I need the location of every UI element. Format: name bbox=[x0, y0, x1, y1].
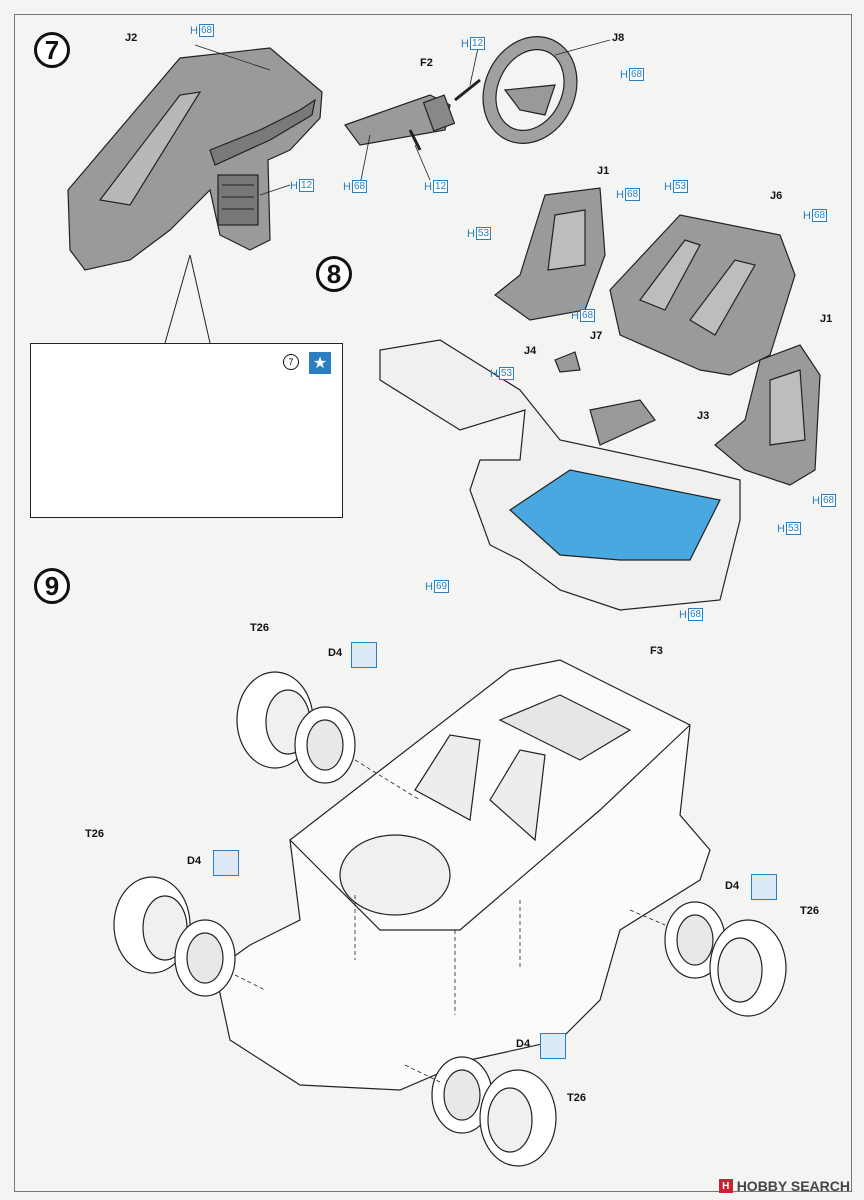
inset-step-reference: 7 bbox=[283, 354, 299, 370]
part-label: T26 bbox=[800, 905, 819, 917]
no-paint-icon bbox=[213, 850, 239, 876]
part-label: J3 bbox=[697, 410, 710, 422]
no-paint-icon bbox=[540, 1033, 566, 1059]
part-label: J1 bbox=[820, 313, 833, 325]
no-paint-icon bbox=[351, 642, 377, 668]
step-7-badge: 7 bbox=[34, 32, 70, 68]
part-label: T26 bbox=[250, 622, 269, 634]
rear-seat bbox=[609, 214, 796, 376]
part-label: F3 bbox=[650, 645, 663, 657]
part-label: T26 bbox=[567, 1092, 586, 1104]
no-paint-icon bbox=[751, 874, 777, 900]
part-label: J2 bbox=[125, 32, 138, 44]
front-seat-left bbox=[494, 187, 606, 321]
watermark: H HOBBY SEARCH bbox=[718, 1178, 850, 1194]
star-icon: ★ bbox=[309, 352, 331, 374]
front-seat-right bbox=[714, 344, 821, 486]
watermark-text: HOBBY SEARCH bbox=[736, 1178, 850, 1194]
part-label: D4 bbox=[187, 855, 202, 867]
step-9-badge: 9 bbox=[34, 568, 70, 604]
part-label: J8 bbox=[612, 32, 625, 44]
part-label: J7 bbox=[590, 330, 603, 342]
step-8-badge: 8 bbox=[316, 256, 352, 292]
part-label: J4 bbox=[524, 345, 537, 357]
part-label: F2 bbox=[420, 57, 433, 69]
steering-column bbox=[344, 78, 481, 151]
interior-tub bbox=[379, 339, 741, 611]
steering-wheel bbox=[482, 36, 578, 144]
inset-panel bbox=[30, 343, 343, 518]
page-border bbox=[14, 14, 852, 1192]
watermark-logo: H bbox=[718, 1179, 733, 1193]
wheel-tire-front-right bbox=[431, 1056, 557, 1167]
car-body-chassis bbox=[214, 659, 711, 1091]
wheel-tire-front-left bbox=[113, 876, 236, 997]
part-label: J1 bbox=[597, 165, 610, 177]
part-label: J6 bbox=[770, 190, 783, 202]
dashboard-part bbox=[67, 47, 323, 271]
part-label: D4 bbox=[328, 647, 343, 659]
part-label: D4 bbox=[516, 1038, 531, 1050]
part-label: D4 bbox=[725, 880, 740, 892]
wheel-tire-rear-left bbox=[236, 671, 356, 784]
part-label: T26 bbox=[85, 828, 104, 840]
wheel-tire-rear-right bbox=[664, 901, 787, 1017]
assembly-guide-lines bbox=[234, 759, 666, 1083]
